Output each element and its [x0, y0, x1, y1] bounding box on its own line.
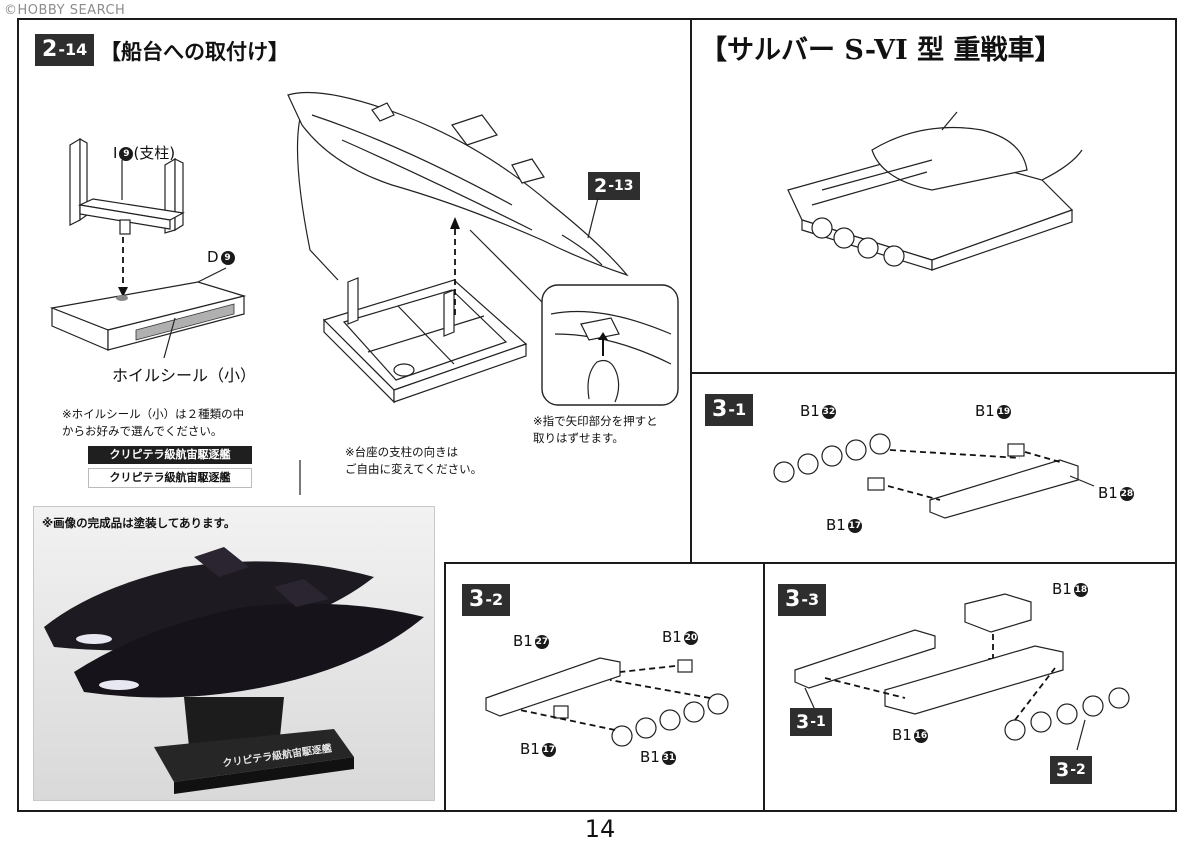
dashed-arrow-ship-up — [450, 217, 460, 315]
foil-seal-label: ホイルシール（小） — [112, 366, 257, 385]
ship-illustration — [287, 91, 629, 277]
photo-render — [34, 507, 434, 800]
assembly-3-2-illustration — [485, 657, 729, 747]
ref-badge-2-13: 2-13 — [588, 172, 640, 200]
divider-tank-3-1 — [690, 372, 1175, 374]
dashed-arrow-strut-down — [118, 237, 128, 297]
finger-note: ※指で矢印部分を押すと 取りはずせます。 — [533, 414, 658, 445]
divider-vertical-top — [690, 18, 692, 564]
divider-lower — [444, 562, 1175, 564]
divider-photo-3-2 — [444, 562, 446, 810]
page-frame — [17, 18, 1177, 812]
watermark: ©HOBBY SEARCH — [4, 3, 126, 18]
base-plate-illustration — [49, 267, 247, 351]
finished-model-photo: ※画像の完成品は塗装してあります。 クリピテラ級航宙駆逐艦 — [33, 506, 435, 801]
leader-line-foil — [163, 317, 176, 359]
foil-note: ※ホイルシール（小）は２種類の中 からお好みで選んでください。 — [62, 407, 245, 438]
nameplate-sticker-dark: クリピテラ級航宙駆逐艦 — [88, 446, 252, 464]
stand-note: ※台座の支柱の向きは ご自由に変えてください。 — [345, 445, 483, 476]
step-badge-2-14: 2-14 — [35, 34, 95, 66]
step-badge-3-2: 3-2 — [462, 584, 511, 616]
step-badge-3-1: 3-1 — [705, 394, 754, 426]
ref-badge-3-2: 3-2 — [1050, 756, 1092, 784]
ref-badge-3-1: 3-1 — [790, 708, 832, 736]
step-badge-3-3: 3-3 — [778, 584, 827, 616]
assembly-3-3-illustration — [794, 593, 1130, 751]
page-number: 14 — [584, 815, 616, 843]
section-title-2-14: 【船台への取付け】 — [100, 39, 289, 64]
divider-3-2-3-3 — [763, 562, 765, 810]
tank-title: 【サルバー S-VI 型 重戦車】 — [700, 35, 1062, 66]
zoom-pointer-lines — [469, 229, 543, 303]
nameplate-sticker-light: クリピテラ級航宙駆逐艦 — [88, 468, 252, 488]
assembly-3-1-illustration — [773, 433, 1095, 519]
photo-note: ※画像の完成品は塗装してあります。 — [42, 516, 236, 530]
detail-inset-finger — [541, 284, 679, 406]
tank-illustration — [787, 111, 1083, 271]
stand-illustration — [322, 277, 528, 404]
leader-line-i9 — [121, 160, 123, 200]
ref-leader-2-13 — [587, 197, 599, 239]
support-strut-illustration — [69, 137, 185, 235]
